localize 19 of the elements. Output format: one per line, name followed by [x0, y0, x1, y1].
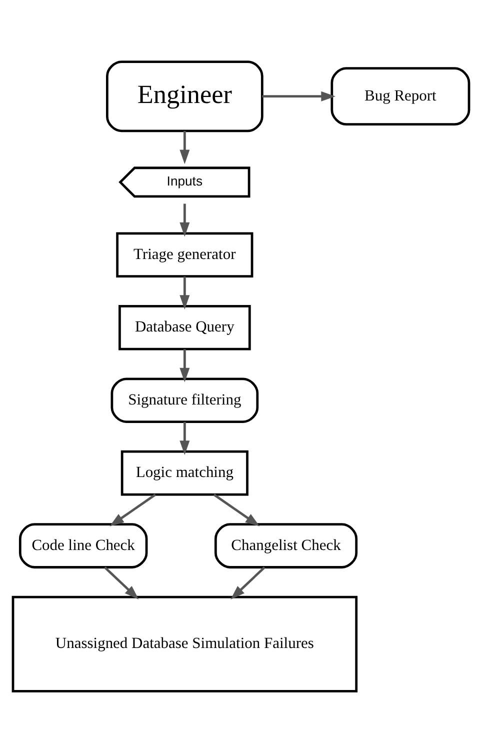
- node-box: Code line Check: [18, 523, 148, 568]
- arrow: [262, 91, 336, 102]
- node-box: Bug Report: [330, 67, 470, 126]
- arrow: [213, 494, 260, 526]
- arrow: [180, 422, 190, 455]
- arrow: [110, 494, 156, 526]
- arrow: [180, 276, 190, 310]
- node-box: Triage generator: [116, 232, 254, 278]
- node-box: Logic matching: [120, 450, 248, 496]
- node-box: Changelist Check: [214, 523, 358, 568]
- arrow: [180, 204, 190, 237]
- node-box: Unassigned Database Simulation Failures: [12, 596, 358, 692]
- node-box: Signature filtering: [110, 378, 259, 423]
- arrow: [180, 131, 190, 164]
- node-box: Database Query: [118, 304, 251, 350]
- arrow: [230, 566, 266, 600]
- arrow: [180, 349, 190, 382]
- node-box: Engineer: [106, 60, 264, 132]
- arrow: [104, 566, 139, 600]
